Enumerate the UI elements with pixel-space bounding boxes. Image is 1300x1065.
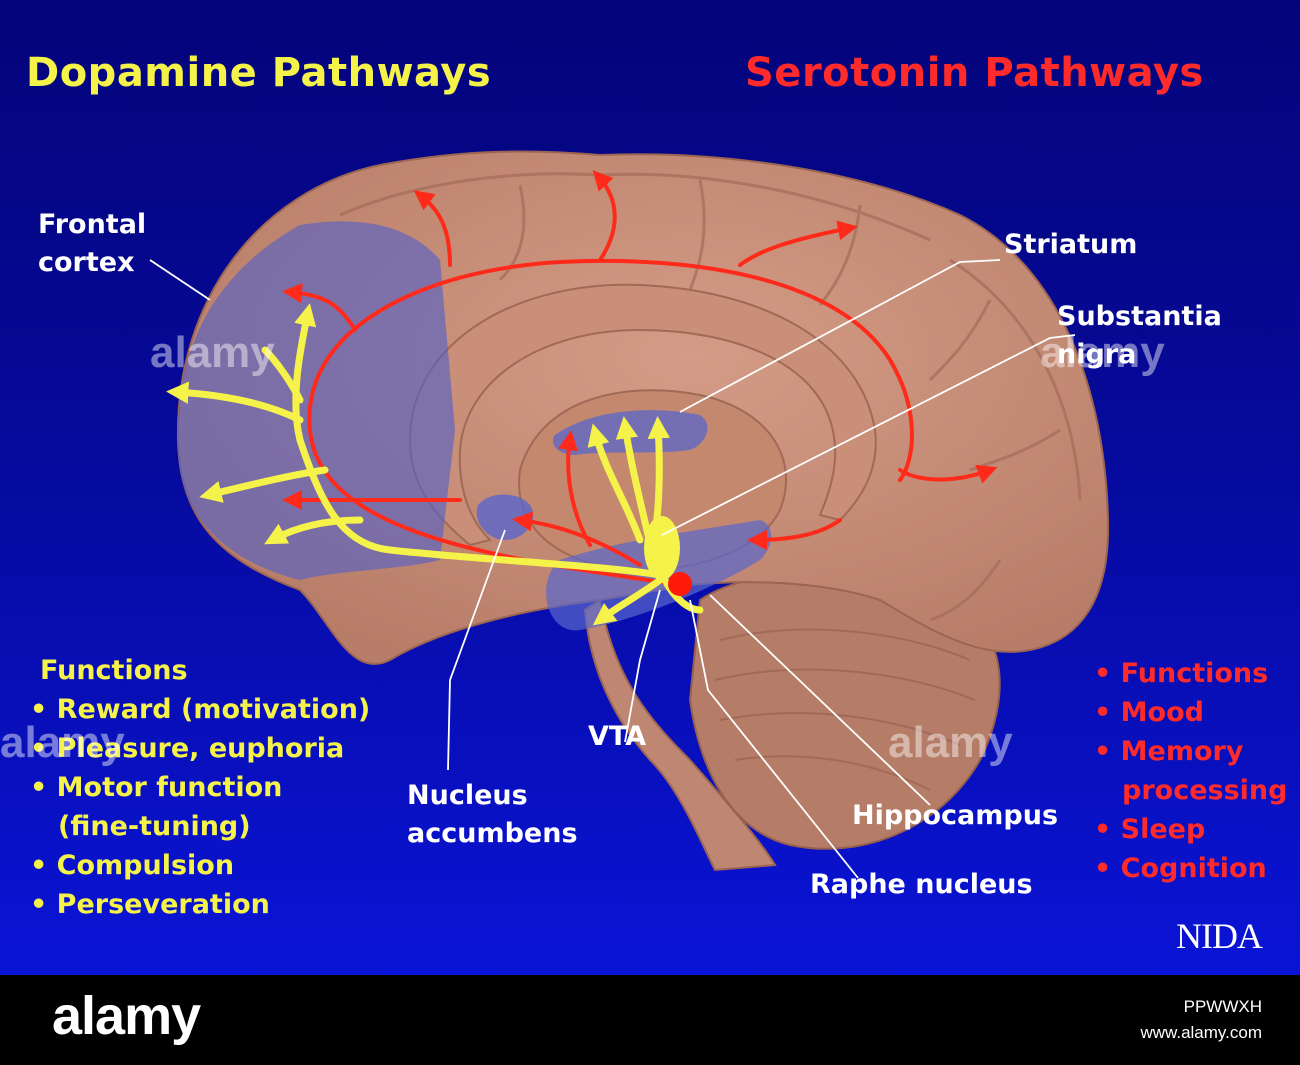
corpus-callosum bbox=[408, 283, 877, 547]
diagram-slide: Dopamine Pathways Serotonin Pathways Fro… bbox=[0, 0, 1300, 975]
list-item-continuation: processing bbox=[1122, 775, 1288, 806]
watermark-text: alamy bbox=[0, 718, 125, 767]
leader-raphe bbox=[689, 599, 859, 879]
frontal-cortex-label: Frontal cortex bbox=[38, 209, 147, 278]
alamy-url: www.alamy.com bbox=[1140, 1023, 1262, 1042]
list-item-continuation: (fine-tuning) bbox=[58, 811, 251, 842]
stock-footer: alamy PPWWXH www.alamy.com bbox=[0, 975, 1300, 1065]
dopamine-functions-list: Functions • Reward (motivation) • Pleasu… bbox=[30, 651, 370, 924]
substantia-nigra-label: Substantia nigra bbox=[1057, 301, 1222, 370]
list-item: • Sleep bbox=[1094, 814, 1206, 845]
leader-accumbens bbox=[447, 529, 506, 771]
hippocampus-label: Hippocampus bbox=[852, 800, 1059, 831]
serotonin-pathways-title: Serotonin Pathways bbox=[745, 50, 1204, 96]
serotonin-functions-list: • Functions • Mood • Memory processing •… bbox=[1094, 654, 1287, 888]
list-item: • Mood bbox=[1094, 697, 1204, 728]
list-item: • Pleasure, euphoria bbox=[30, 733, 345, 764]
serotonin-functions-heading: • Functions bbox=[1094, 658, 1269, 689]
striatum-label: Striatum bbox=[1004, 229, 1138, 260]
brainstem bbox=[583, 598, 777, 872]
image-id: PPWWXH bbox=[1183, 997, 1262, 1016]
list-item: • Perseveration bbox=[30, 889, 270, 920]
nida-credit: NIDA bbox=[1176, 916, 1263, 956]
serotonin-arc bbox=[307, 258, 914, 587]
watermark-text: alamy bbox=[1040, 328, 1165, 377]
list-item: • Reward (motivation) bbox=[30, 694, 371, 725]
brain-illustration bbox=[149, 150, 1110, 879]
dopamine-functions-heading: Functions bbox=[40, 655, 188, 686]
leader-vta bbox=[624, 589, 661, 743]
list-item: • Compulsion bbox=[30, 850, 235, 881]
list-item: • Motor function bbox=[30, 772, 283, 803]
alamy-logo: alamy bbox=[52, 986, 201, 1046]
watermark-text: alamy bbox=[888, 718, 1013, 767]
leader-striatum bbox=[679, 259, 1001, 413]
leader-substantia bbox=[661, 334, 1076, 536]
list-item: • Memory bbox=[1094, 736, 1244, 767]
dopamine-pathways-title: Dopamine Pathways bbox=[26, 50, 492, 96]
frontal-cortex-region bbox=[177, 221, 455, 580]
raphe-nucleus-dot bbox=[668, 572, 692, 596]
nucleus-accumbens-label: Nucleus accumbens bbox=[407, 780, 578, 849]
list-item: • Cognition bbox=[1094, 853, 1267, 884]
leader-hippocampus bbox=[709, 594, 931, 806]
vta-label: VTA bbox=[588, 721, 647, 752]
leader-frontal bbox=[149, 259, 211, 301]
watermark-text: alamy bbox=[150, 328, 275, 377]
raphe-nucleus-label: Raphe nucleus bbox=[810, 869, 1033, 900]
